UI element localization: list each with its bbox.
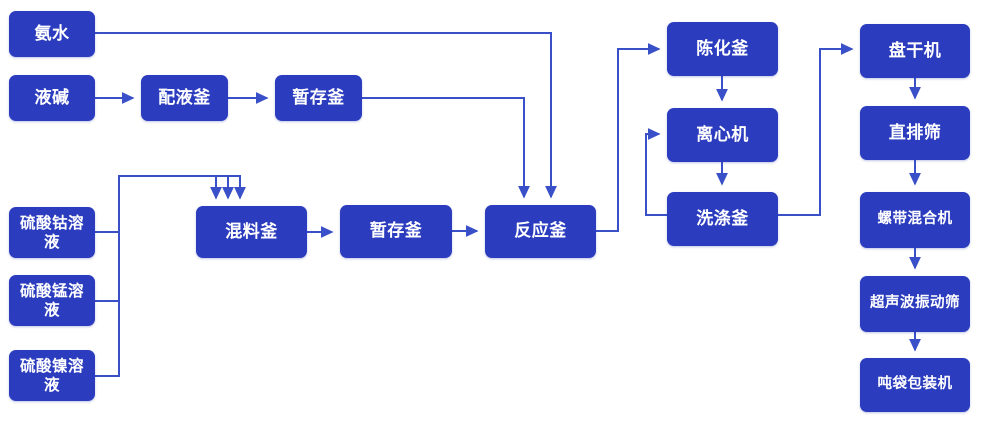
node-reactor[interactable]: 反应釜: [485, 205, 596, 258]
node-dosing-tank[interactable]: 配液釜: [141, 75, 228, 121]
node-tray-dryer[interactable]: 盘干机: [860, 24, 970, 78]
node-cobalt-sulfate[interactable]: 硫酸钴溶 液: [9, 207, 95, 258]
edge-buffer1-to-reactor: [362, 97, 530, 199]
node-mixing-tank[interactable]: 混料釜: [196, 206, 307, 258]
edge-reactor-to-aging: [596, 43, 661, 232]
node-label-liquid-alkali: 液碱: [34, 87, 70, 108]
node-washing-tank[interactable]: 洗涤釜: [667, 192, 778, 246]
node-label-linear-sieve: 直排筛: [888, 122, 942, 143]
node-label-ribbon-mixer: 螺带混合机: [877, 211, 953, 228]
node-label-centrifuge: 离心机: [696, 124, 749, 145]
node-nickel-sulfate[interactable]: 硫酸镍溶 液: [9, 350, 95, 401]
node-label-dosing-tank: 配液釜: [158, 87, 211, 108]
node-label-buffer-tank-2: 暂存釜: [369, 221, 423, 242]
node-label-reactor: 反应釜: [514, 221, 567, 242]
node-buffer-tank-1[interactable]: 暂存釜: [275, 75, 362, 121]
node-centrifuge[interactable]: 离心机: [667, 108, 778, 162]
node-ribbon-mixer[interactable]: 螺带混合机: [860, 192, 970, 248]
node-label-cobalt-sulfate: 硫酸钴溶 液: [19, 214, 84, 251]
node-label-aging-tank: 陈化釜: [696, 38, 749, 59]
node-label-ammonia: 氨水: [34, 23, 70, 44]
node-buffer-tank-2[interactable]: 暂存釜: [340, 205, 452, 258]
node-label-washing-tank: 洗涤釜: [696, 208, 749, 229]
node-label-nickel-sulfate: 硫酸镍溶 液: [19, 357, 84, 394]
node-bag-packer[interactable]: 吨袋包装机: [860, 358, 970, 412]
node-label-bag-packer: 吨袋包装机: [877, 376, 953, 393]
node-label-ultrasonic-sieve: 超声波振动筛: [870, 295, 960, 312]
node-label-manganese-sulfate: 硫酸锰溶 液: [19, 282, 84, 319]
node-ultrasonic-sieve[interactable]: 超声波振动筛: [860, 276, 970, 332]
node-label-mixing-tank: 混料釜: [225, 221, 278, 242]
node-aging-tank[interactable]: 陈化釜: [667, 22, 778, 76]
node-ammonia[interactable]: 氨水: [9, 11, 95, 57]
edge-washing-recycle-centrifuge: [645, 128, 667, 216]
edge-washing-to-dryer: [778, 43, 854, 216]
node-linear-sieve[interactable]: 直排筛: [860, 106, 970, 160]
node-liquid-alkali[interactable]: 液碱: [9, 75, 95, 121]
node-label-buffer-tank-1: 暂存釜: [292, 87, 345, 108]
node-manganese-sulfate[interactable]: 硫酸锰溶 液: [9, 275, 95, 326]
node-label-tray-dryer: 盘干机: [888, 40, 942, 61]
